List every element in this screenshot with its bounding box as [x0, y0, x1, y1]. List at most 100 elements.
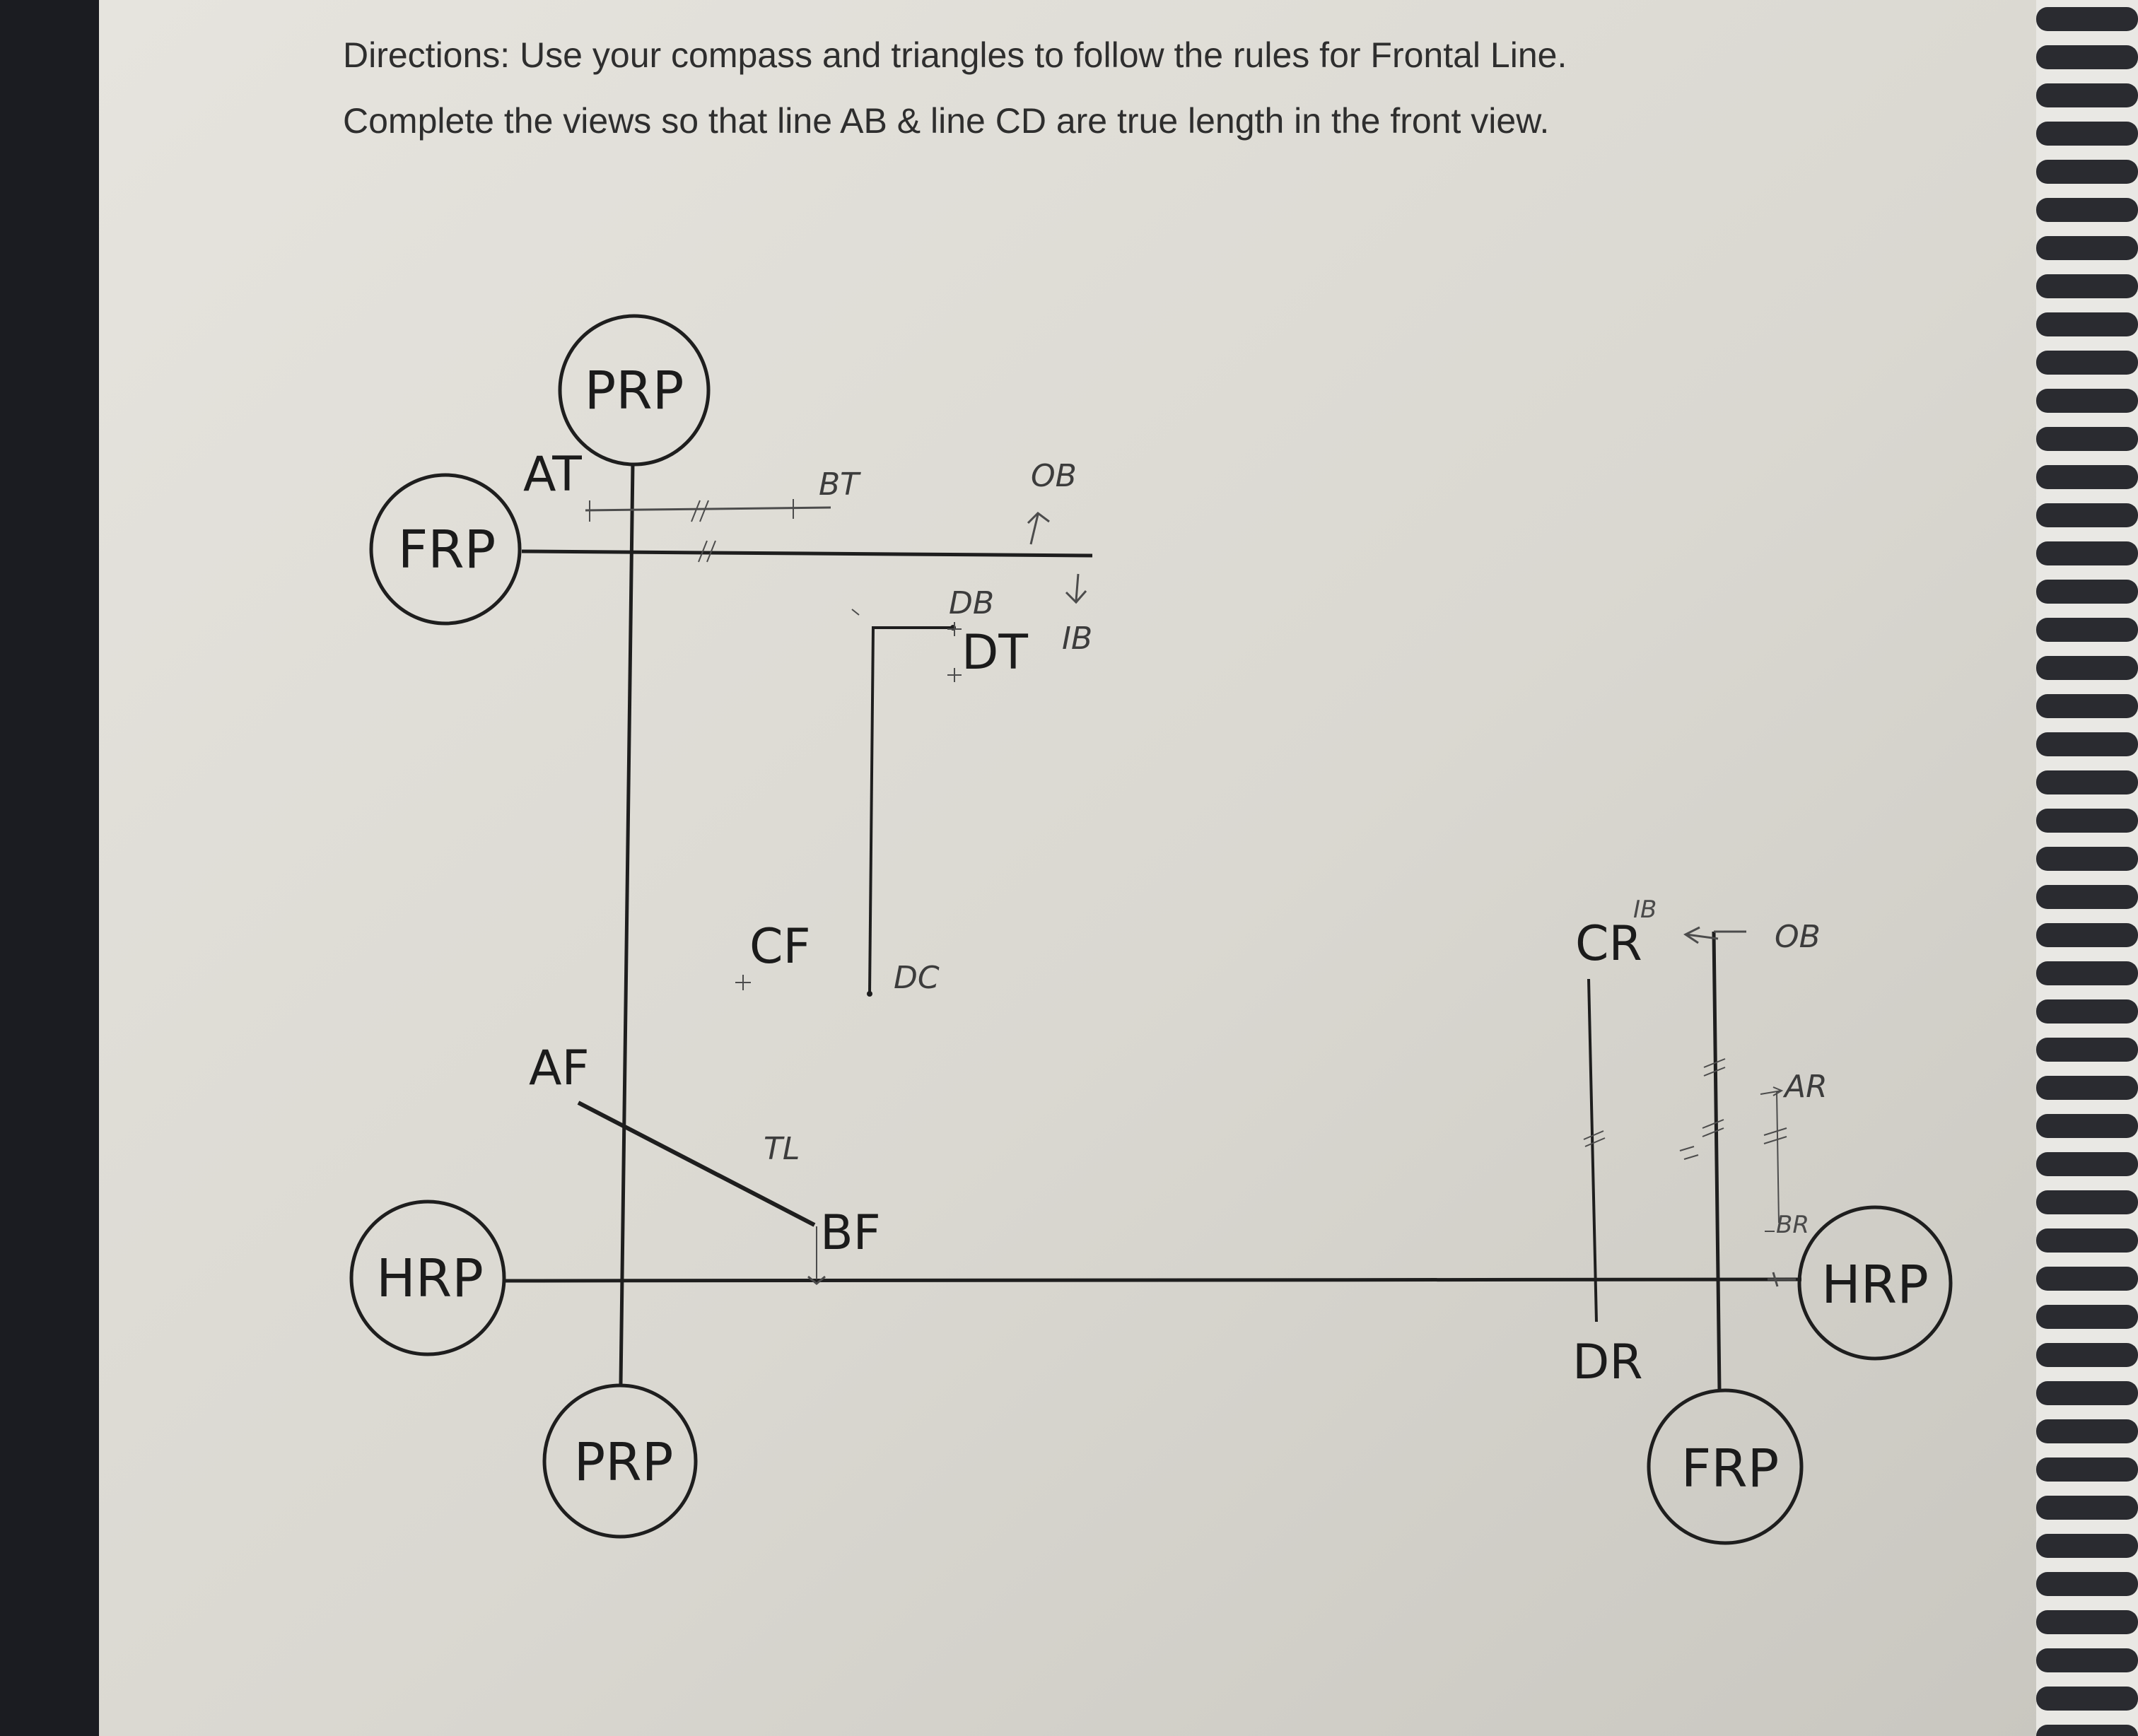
binding-coil	[2036, 312, 2138, 336]
hw-bt: BT	[819, 467, 861, 503]
binding-coil	[2036, 274, 2138, 298]
line-ab-front	[577, 1101, 816, 1227]
frp-circle-bottom: FRP	[1647, 1388, 1804, 1545]
plus-mark-dt	[947, 668, 962, 682]
binding-coil	[2036, 389, 2138, 413]
frp-line-right	[1712, 931, 1722, 1392]
binding-coil	[2036, 351, 2138, 375]
label-bf: BF	[820, 1205, 881, 1261]
binding-coil	[2036, 7, 2138, 31]
hrp-circle-right: HRP	[1797, 1205, 1953, 1361]
hw-tl: TL	[764, 1131, 800, 1167]
label-dr: DR	[1572, 1335, 1643, 1390]
line-cr-dr	[1587, 978, 1598, 1322]
binding-coil	[2036, 1458, 2138, 1482]
arrow-ar	[1760, 1086, 1784, 1096]
frp-line-top	[521, 549, 1093, 558]
hrp-label-left: HRP	[376, 1248, 484, 1309]
directions-line-2: Complete the views so that line AB & lin…	[343, 101, 1549, 141]
binding-coil	[2036, 885, 2138, 909]
binding-coil	[2036, 999, 2138, 1024]
binding-coil	[2036, 83, 2138, 107]
binding-coil	[2036, 1381, 2138, 1405]
binding-coil	[2036, 923, 2138, 947]
frp-circle-left: FRP	[369, 473, 522, 626]
binding-coil	[2036, 732, 2138, 756]
binding-coil	[2036, 1496, 2138, 1520]
binding-coil	[2036, 1687, 2138, 1711]
binding-coil	[2036, 847, 2138, 871]
binding-coil	[2036, 809, 2138, 833]
prp-label-top: PRP	[585, 360, 684, 421]
binding-coil	[2036, 1190, 2138, 1214]
binding-coil	[2036, 961, 2138, 985]
label-at: AT	[523, 447, 582, 503]
frp-label-bottom: FRP	[1681, 1438, 1780, 1499]
construction-ar-br	[1776, 1091, 1780, 1224]
arrow-bf-hrp	[807, 1275, 826, 1285]
hrp-label-right: HRP	[1821, 1255, 1929, 1315]
hw-br: BR	[1776, 1211, 1809, 1239]
binding-coil	[2036, 198, 2138, 222]
binding-coil	[2036, 122, 2138, 146]
binding-coil	[2036, 1419, 2138, 1443]
binding-coil	[2036, 770, 2138, 794]
binding-coil	[2036, 1228, 2138, 1253]
arrow-ib-right	[1683, 926, 1719, 944]
binding-coil	[2036, 1305, 2138, 1329]
binding-coil	[2036, 618, 2138, 642]
label-af: AF	[529, 1040, 590, 1096]
point-dc	[867, 991, 872, 997]
hrp-circle-left: HRP	[349, 1200, 506, 1356]
binding-coil	[2036, 465, 2138, 489]
dim-mark-2a	[698, 540, 708, 563]
hrp-right-tick	[1768, 1272, 1796, 1287]
arrow-ob-top	[1027, 512, 1050, 545]
hw-ob-top: OB	[1031, 458, 1077, 494]
binding-coil	[2036, 1152, 2138, 1176]
plus-mark-cf	[735, 975, 751, 990]
binding-coil	[2036, 1534, 2138, 1558]
hatch-marks-right	[1583, 1058, 1787, 1160]
tick-top-view	[851, 609, 860, 616]
prp-circle-bottom: PRP	[542, 1383, 698, 1539]
dim-mark-1b	[699, 500, 709, 522]
binding-coil	[2036, 1610, 2138, 1634]
hw-db: DB	[949, 585, 994, 621]
construction-at-bt	[585, 506, 831, 512]
binding-coil	[2036, 1572, 2138, 1596]
hrp-line	[505, 1277, 1802, 1283]
label-cf: CF	[749, 919, 811, 975]
arrow-ib-top	[1065, 573, 1087, 604]
directions-line-1: Directions: Use your compass and triangl…	[343, 35, 1567, 75]
binding-coil	[2036, 580, 2138, 604]
label-cr: CR	[1575, 916, 1642, 972]
binding-coil	[2036, 541, 2138, 565]
label-dt: DT	[962, 625, 1028, 681]
binding-coil	[2036, 1725, 2138, 1736]
desk-background	[0, 0, 106, 1736]
binding-coil	[2036, 694, 2138, 718]
hw-dc: DC	[894, 960, 940, 996]
binding-coil	[2036, 656, 2138, 680]
prp-line	[619, 462, 635, 1385]
binding-coil	[2036, 236, 2138, 260]
hw-ib-right: IB	[1633, 896, 1657, 924]
hw-ib: IB	[1062, 621, 1092, 657]
paper-sheet	[99, 0, 2043, 1736]
binding-coil	[2036, 427, 2138, 451]
frp-label-left: FRP	[398, 520, 496, 580]
spiral-binding	[2036, 0, 2138, 1736]
prp-circle-top: PRP	[558, 314, 711, 467]
dim-mark-1a	[691, 500, 701, 522]
binding-coil	[2036, 1267, 2138, 1291]
line-dc-vertical	[868, 627, 875, 995]
hw-ob-right: OB	[1775, 919, 1821, 955]
binding-coil	[2036, 1114, 2138, 1138]
binding-coil	[2036, 1343, 2138, 1367]
hw-ar: AR	[1782, 1069, 1828, 1105]
prp-label-bottom: PRP	[574, 1432, 674, 1493]
reference-lines	[505, 462, 1802, 1392]
binding-coil	[2036, 160, 2138, 184]
